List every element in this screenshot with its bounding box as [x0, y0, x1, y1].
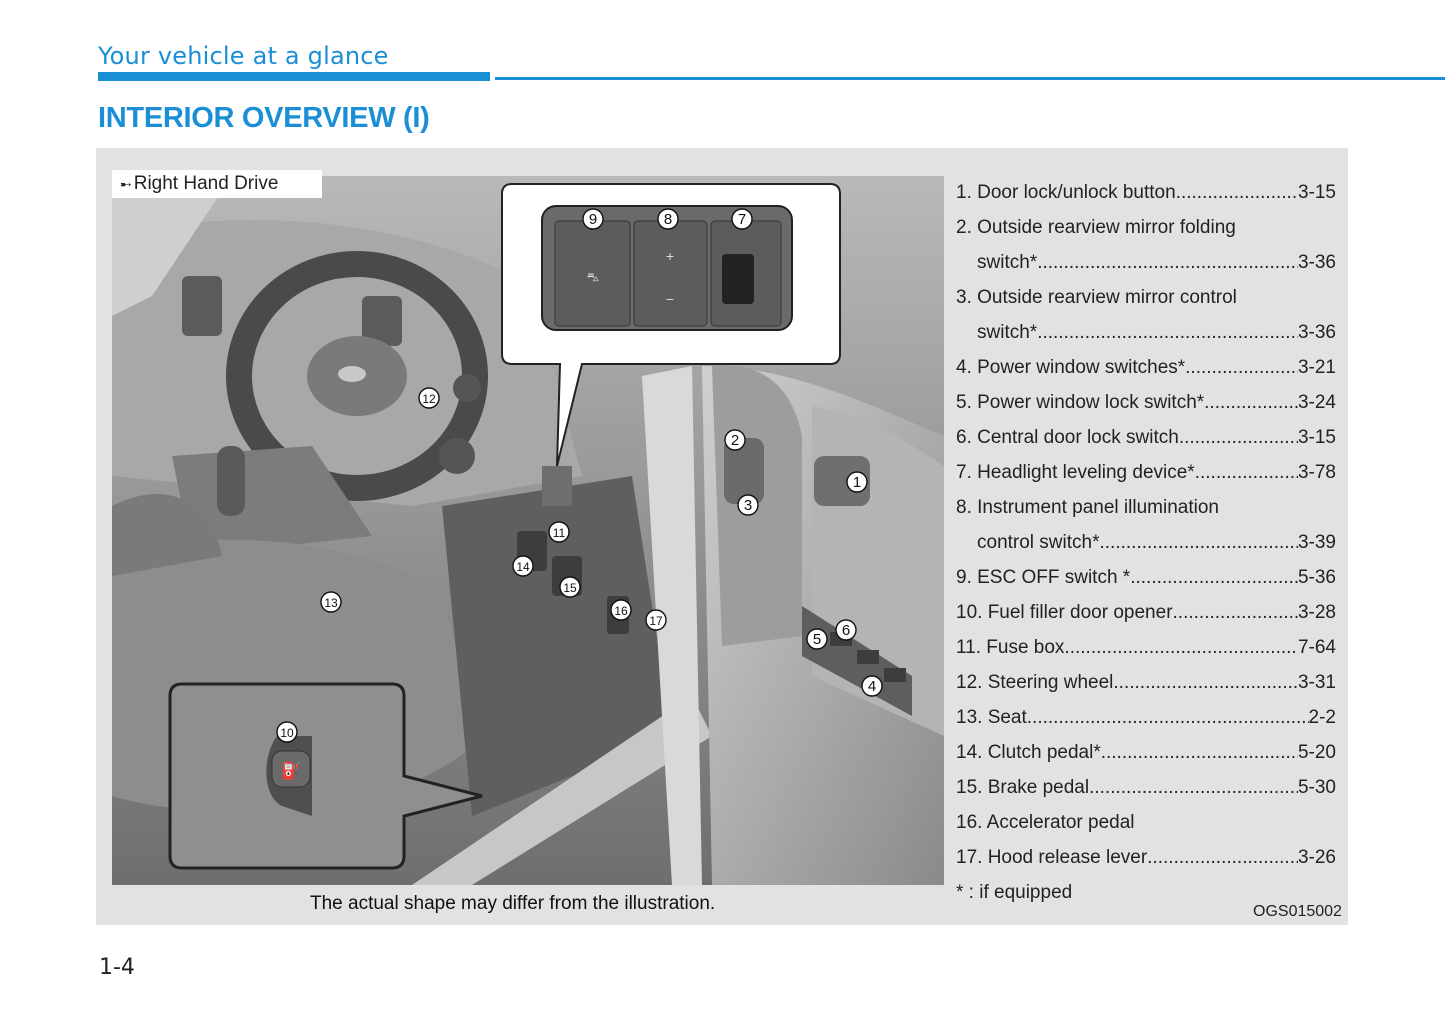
drive-label-text: Right Hand Drive: [134, 173, 279, 194]
legend-item: 15. Brake pedal5-30: [956, 773, 1336, 808]
svg-text:⛽: ⛽: [281, 761, 301, 780]
legend-item: 14. Clutch pedal*5-20: [956, 738, 1336, 773]
legend-item: 11. Fuse box7-64: [956, 633, 1336, 668]
legend-item: 16. Accelerator pedal: [956, 808, 1336, 843]
legend-item: 17. Hood release lever3-26: [956, 843, 1336, 878]
svg-text:−: −: [666, 291, 674, 307]
legend-list: 1. Door lock/unlock button3-15 2. Outsid…: [956, 178, 1336, 913]
legend-item: 12. Steering wheel3-31: [956, 668, 1336, 703]
figure-caption: The actual shape may differ from the ill…: [310, 893, 715, 915]
page-title: INTERIOR OVERVIEW (I): [98, 102, 430, 135]
header-rule-thick: [98, 72, 490, 81]
interior-illustration: ⛍ + − ⛽: [112, 176, 944, 885]
legend-item: 4. Power window switches*3-21: [956, 353, 1336, 388]
legend-item-cont: control switch*3-39: [956, 528, 1336, 563]
legend-item: 5. Power window lock switch*3-24: [956, 388, 1336, 423]
legend-item: 6. Central door lock switch3-15: [956, 423, 1336, 458]
legend-item: 8. Instrument panel illumination: [956, 493, 1336, 528]
section-title: Your vehicle at a glance: [98, 42, 389, 70]
svg-text:+: +: [666, 248, 674, 264]
legend-item: 13. Seat2-2: [956, 703, 1336, 738]
svg-text:⛍: ⛍: [587, 270, 599, 284]
legend-item-cont: switch*3-36: [956, 318, 1336, 353]
legend-item: 3. Outside rearview mirror control: [956, 283, 1336, 318]
legend-item: 2. Outside rearview mirror folding: [956, 213, 1336, 248]
drive-label: ➸Right Hand Drive: [112, 170, 322, 198]
legend-item: 1. Door lock/unlock button3-15: [956, 178, 1336, 213]
header-rule-thin: [495, 77, 1445, 80]
legend-item: 10. Fuel filler door opener3-28: [956, 598, 1336, 633]
arrow-right-icon: ➸: [120, 176, 132, 192]
legend-item: 9. ESC OFF switch *5-36: [956, 563, 1336, 598]
legend-item-cont: switch*3-36: [956, 248, 1336, 283]
legend-footnote: * : if equipped: [956, 878, 1336, 913]
legend-item: 7. Headlight leveling device*3-78: [956, 458, 1336, 493]
page-number: 1-4: [99, 955, 135, 980]
